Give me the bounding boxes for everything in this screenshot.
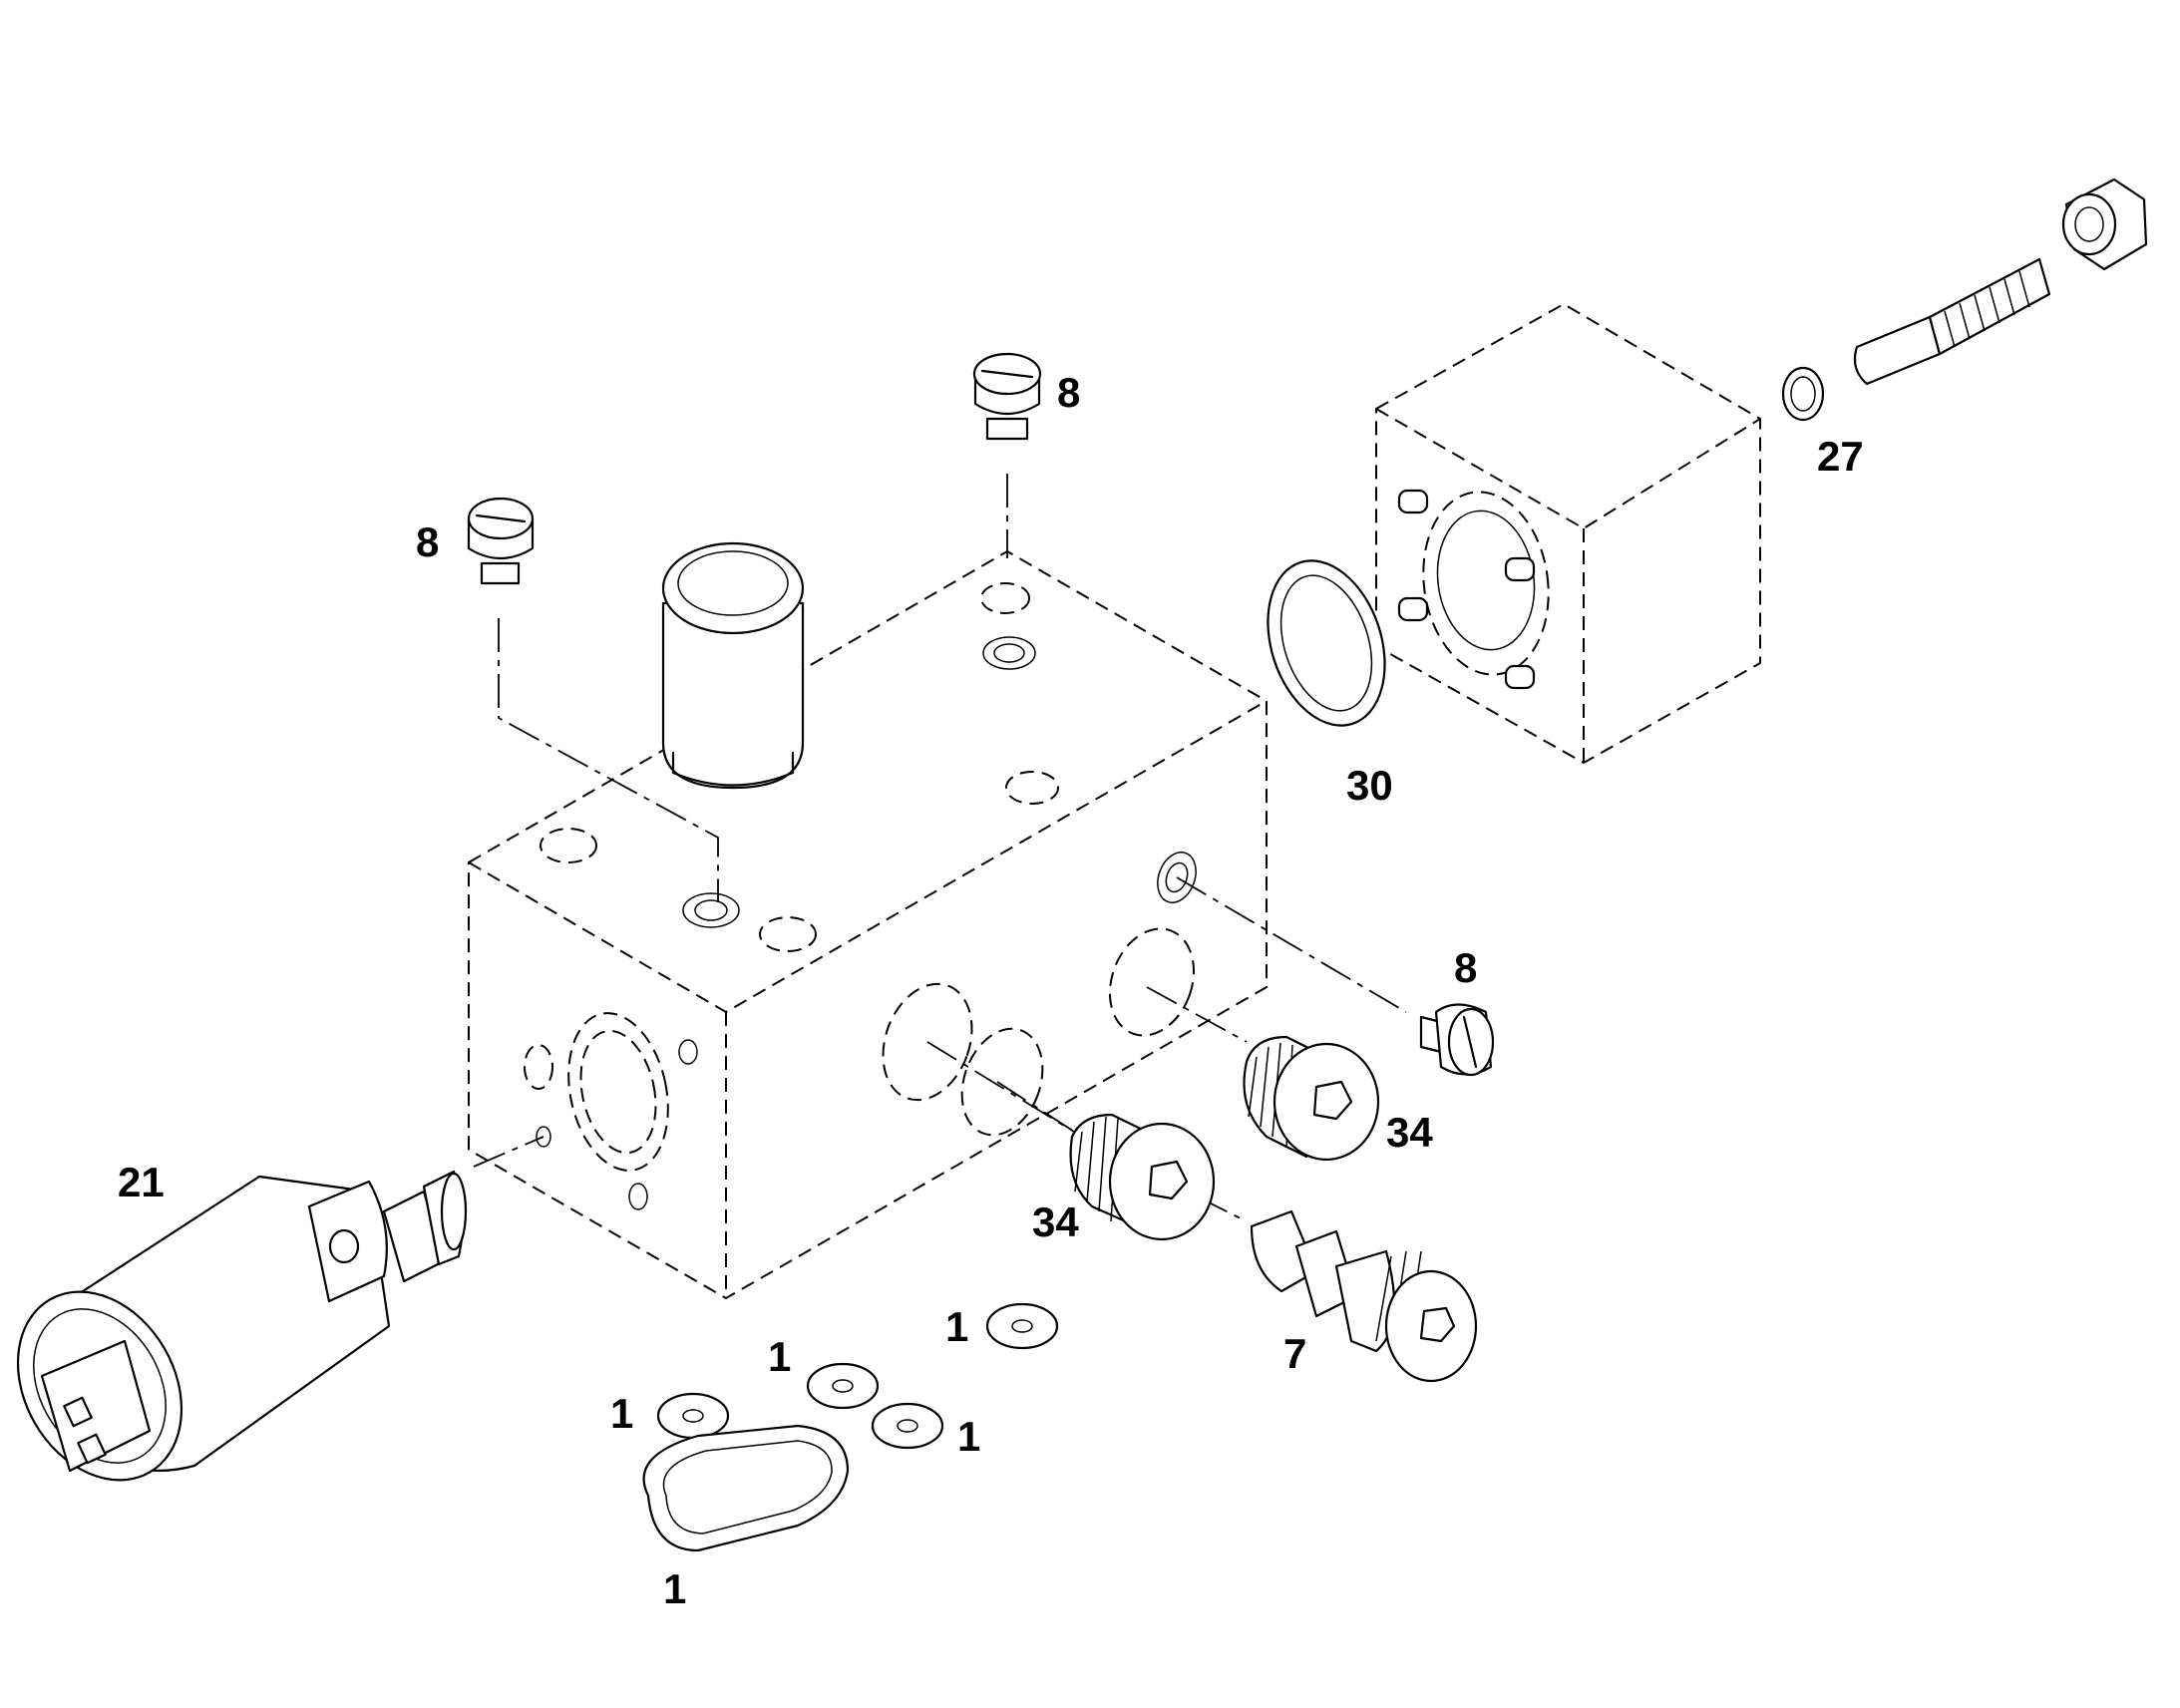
- plug-left: [467, 497, 535, 585]
- washer: [1781, 366, 1825, 422]
- callout-plug-top: 8: [1057, 369, 1080, 416]
- callout-screw-plug-34-right: 34: [1386, 1109, 1433, 1156]
- callout-plug-right: 8: [1454, 944, 1477, 991]
- check-valve-cartridge: [1250, 1209, 1478, 1383]
- callout-washer-27: 27: [1817, 433, 1864, 480]
- seal-ring-left: [656, 1392, 730, 1440]
- seal-ring-right: [871, 1402, 944, 1450]
- adjusting-screw: [1853, 257, 2051, 386]
- callout-o-ring-30: 30: [1346, 762, 1393, 809]
- plug-top: [972, 352, 1042, 441]
- valve-block: [468, 549, 1268, 1300]
- valve-housing-cube: [1375, 302, 1761, 765]
- callout-seal-1-bottom: 1: [663, 1565, 686, 1612]
- o-ring-large: [1267, 559, 1386, 727]
- screw-plug-right: [1243, 1035, 1380, 1162]
- seal-ring-mid: [806, 1362, 880, 1410]
- seal-ring-top: [985, 1302, 1059, 1350]
- valve-cartridge-cap: [661, 541, 805, 790]
- solenoid-coil: [16, 1170, 468, 1482]
- callout-seal-1-right: 1: [957, 1413, 980, 1460]
- callout-seal-1-left: 1: [610, 1390, 633, 1437]
- callout-screw-plug-34-left: 34: [1032, 1198, 1079, 1245]
- oval-gasket: [642, 1424, 850, 1552]
- callout-seal-1-mid: 1: [768, 1333, 791, 1380]
- callout-solenoid-21: 21: [118, 1159, 165, 1205]
- callout-check-valve-7: 7: [1283, 1330, 1306, 1377]
- lock-nut: [2061, 177, 2148, 271]
- screw-plug-left: [1069, 1113, 1216, 1241]
- callout-plug-left: 8: [416, 518, 439, 565]
- callout-seal-1-top: 1: [945, 1303, 968, 1350]
- plug-right: [1419, 1003, 1495, 1077]
- leader-lines: [473, 474, 1407, 1222]
